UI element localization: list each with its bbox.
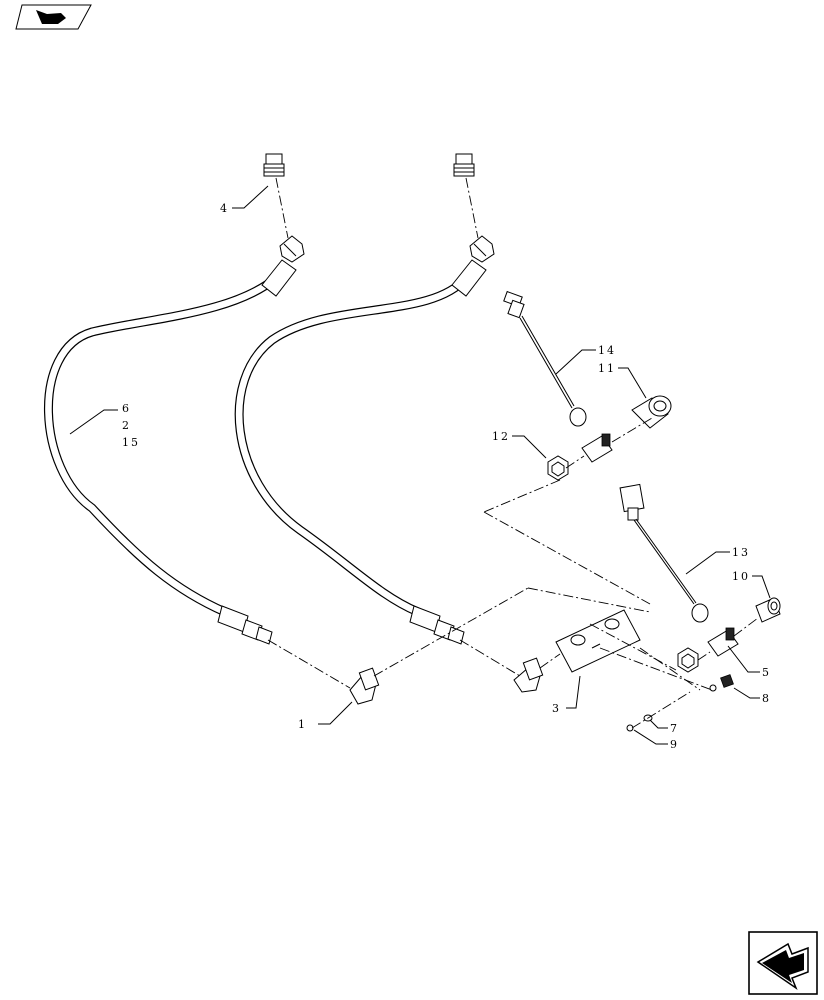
leader-lines	[69, 185, 771, 745]
fitting-part-4-left	[263, 153, 285, 177]
callout-13: 13	[732, 546, 750, 559]
hose-left	[44, 235, 305, 645]
callout-11: 11	[598, 362, 616, 375]
callout-12: 12	[492, 430, 510, 443]
adapter-upper	[581, 433, 613, 463]
callout-4: 4	[220, 202, 229, 215]
hose-right	[234, 235, 495, 645]
assembly-centerlines	[267, 417, 759, 729]
nut-lower	[677, 647, 699, 673]
callout-5: 5	[762, 666, 771, 679]
callout-1: 1	[298, 718, 307, 731]
callout-14: 14	[598, 344, 616, 357]
callout-labels: 4 6 2 15 14 11 12 13 10 5 8 7 9 1 3	[122, 202, 771, 751]
next-page-arrow-icon[interactable]	[748, 931, 818, 995]
callout-6: 6	[122, 402, 131, 415]
callout-8: 8	[762, 692, 771, 705]
callout-2: 2	[122, 419, 131, 432]
dust-cap-cord-part-13	[619, 483, 709, 623]
quick-coupler-part-11	[631, 395, 672, 429]
elbow-fitting-part-1	[349, 667, 380, 705]
screw-part-9	[626, 724, 634, 732]
callout-7: 7	[670, 722, 679, 735]
nut-part-12	[547, 455, 569, 481]
elbow-fitting-center	[513, 657, 544, 693]
bracket-plate-part-3	[555, 609, 641, 673]
adapter-part-5	[707, 627, 739, 657]
callout-3: 3	[552, 702, 561, 715]
dust-cap-cord-part-14	[503, 290, 587, 427]
callout-9: 9	[670, 738, 679, 751]
callout-10: 10	[732, 570, 750, 583]
callout-15: 15	[122, 436, 140, 449]
coupler-part-10	[755, 597, 781, 623]
view-direction-arrow-icon[interactable]	[15, 4, 92, 30]
fitting-part-4-right	[453, 153, 475, 177]
screw-part-8	[709, 674, 734, 692]
